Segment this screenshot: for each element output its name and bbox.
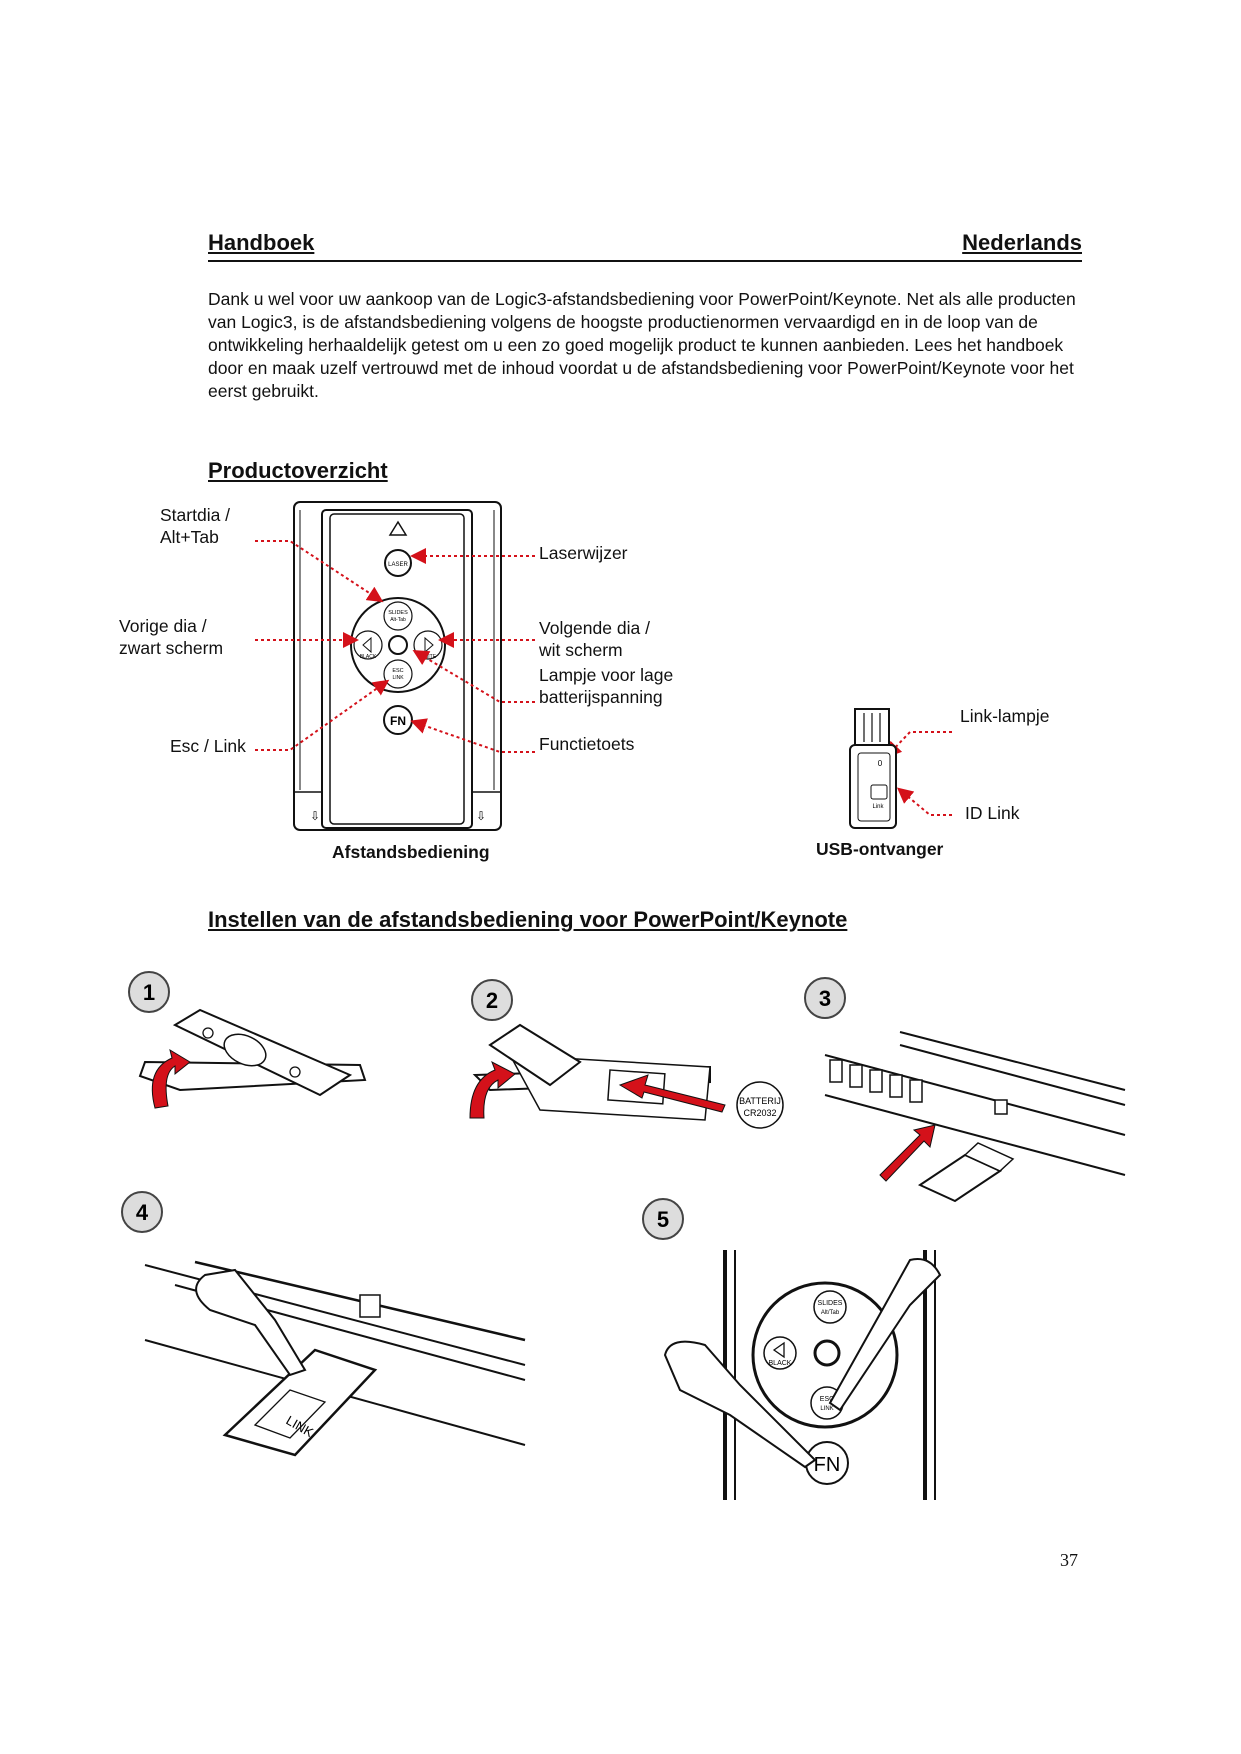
remote-laser-label: LASER — [388, 562, 408, 568]
step-5-number: 5 — [657, 1207, 669, 1232]
header-language: Nederlands — [962, 230, 1082, 255]
step-5-illustration: 5 SLIDES Alt/Tab BLACK ESC LINK FN — [642, 1198, 942, 1500]
step-1-illustration: 1 — [128, 971, 367, 1109]
svg-text:ESC: ESC — [392, 668, 403, 674]
svg-text:BATTERIJ: BATTERIJ — [739, 1096, 781, 1106]
svg-text:WHITE: WHITE — [420, 654, 437, 660]
label-id-link: ID Link — [965, 803, 1020, 823]
overview-title: Productoverzicht — [208, 458, 388, 483]
step-2-number: 2 — [486, 988, 498, 1013]
step-3-number: 3 — [819, 986, 831, 1011]
svg-text:0: 0 — [878, 759, 883, 768]
label-laserwijzer: Laserwijzer — [539, 543, 628, 563]
product-overview-diagram: ⇩ ⇩ LASER SLIDES Alt-Tab BLACK WHITE ESC… — [255, 501, 952, 831]
label-esc-link: Esc / Link — [170, 736, 246, 756]
svg-text:Alt-Tab: Alt-Tab — [390, 617, 406, 623]
step-4-illustration: 4 LINK — [121, 1191, 526, 1457]
page-number: 37 — [1060, 1550, 1078, 1570]
leader-lines — [255, 540, 952, 816]
svg-text:FN: FN — [390, 714, 406, 728]
svg-text:Link: Link — [872, 804, 884, 810]
svg-text:⇩: ⇩ — [310, 809, 320, 823]
svg-text:⇩: ⇩ — [476, 809, 486, 823]
svg-text:BLACK: BLACK — [769, 1360, 792, 1367]
label-startdia: Startdia / Alt+Tab — [160, 505, 231, 547]
caption-usb-ontvanger: USB-ontvanger — [816, 839, 944, 859]
step-4-number: 4 — [136, 1200, 149, 1225]
svg-text:FN: FN — [814, 1454, 841, 1476]
svg-text:ESC: ESC — [820, 1396, 834, 1403]
svg-text:Alt/Tab: Alt/Tab — [821, 1310, 840, 1316]
intro-paragraph: Dank u wel voor uw aankoop van de Logic3… — [208, 289, 1076, 401]
label-link-lampje: Link-lampje — [960, 706, 1050, 726]
setup-title: Instellen van de afstandsbediening voor … — [208, 907, 848, 932]
remote-illustration: ⇩ ⇩ LASER SLIDES Alt-Tab BLACK WHITE ESC… — [293, 501, 502, 831]
header-title: Handboek — [208, 230, 315, 255]
label-vorige-dia: Vorige dia / zwart scherm — [119, 616, 224, 658]
svg-text:BLACK: BLACK — [360, 654, 377, 660]
svg-text:LINK: LINK — [392, 675, 404, 681]
step-2-illustration: 2 BATTERIJ CR2032 — [469, 979, 784, 1129]
label-volgende-dia: Volgende dia / wit scherm — [539, 618, 650, 660]
step-1-number: 1 — [143, 980, 155, 1005]
step-3-illustration: 3 — [804, 977, 1126, 1203]
svg-text:SLIDES: SLIDES — [818, 1300, 843, 1307]
caption-afstandsbediening: Afstandsbediening — [332, 842, 490, 862]
svg-text:LINK: LINK — [820, 1406, 833, 1412]
svg-text:CR2032: CR2032 — [743, 1108, 776, 1118]
label-batterijlampje: Lampje voor lage batterijspanning — [539, 665, 674, 707]
svg-text:SLIDES: SLIDES — [388, 610, 408, 616]
usb-receiver-illustration: 0 Link — [849, 708, 897, 829]
label-functietoets: Functietoets — [539, 734, 635, 754]
page-header: Handboek Nederlands — [208, 230, 1082, 262]
